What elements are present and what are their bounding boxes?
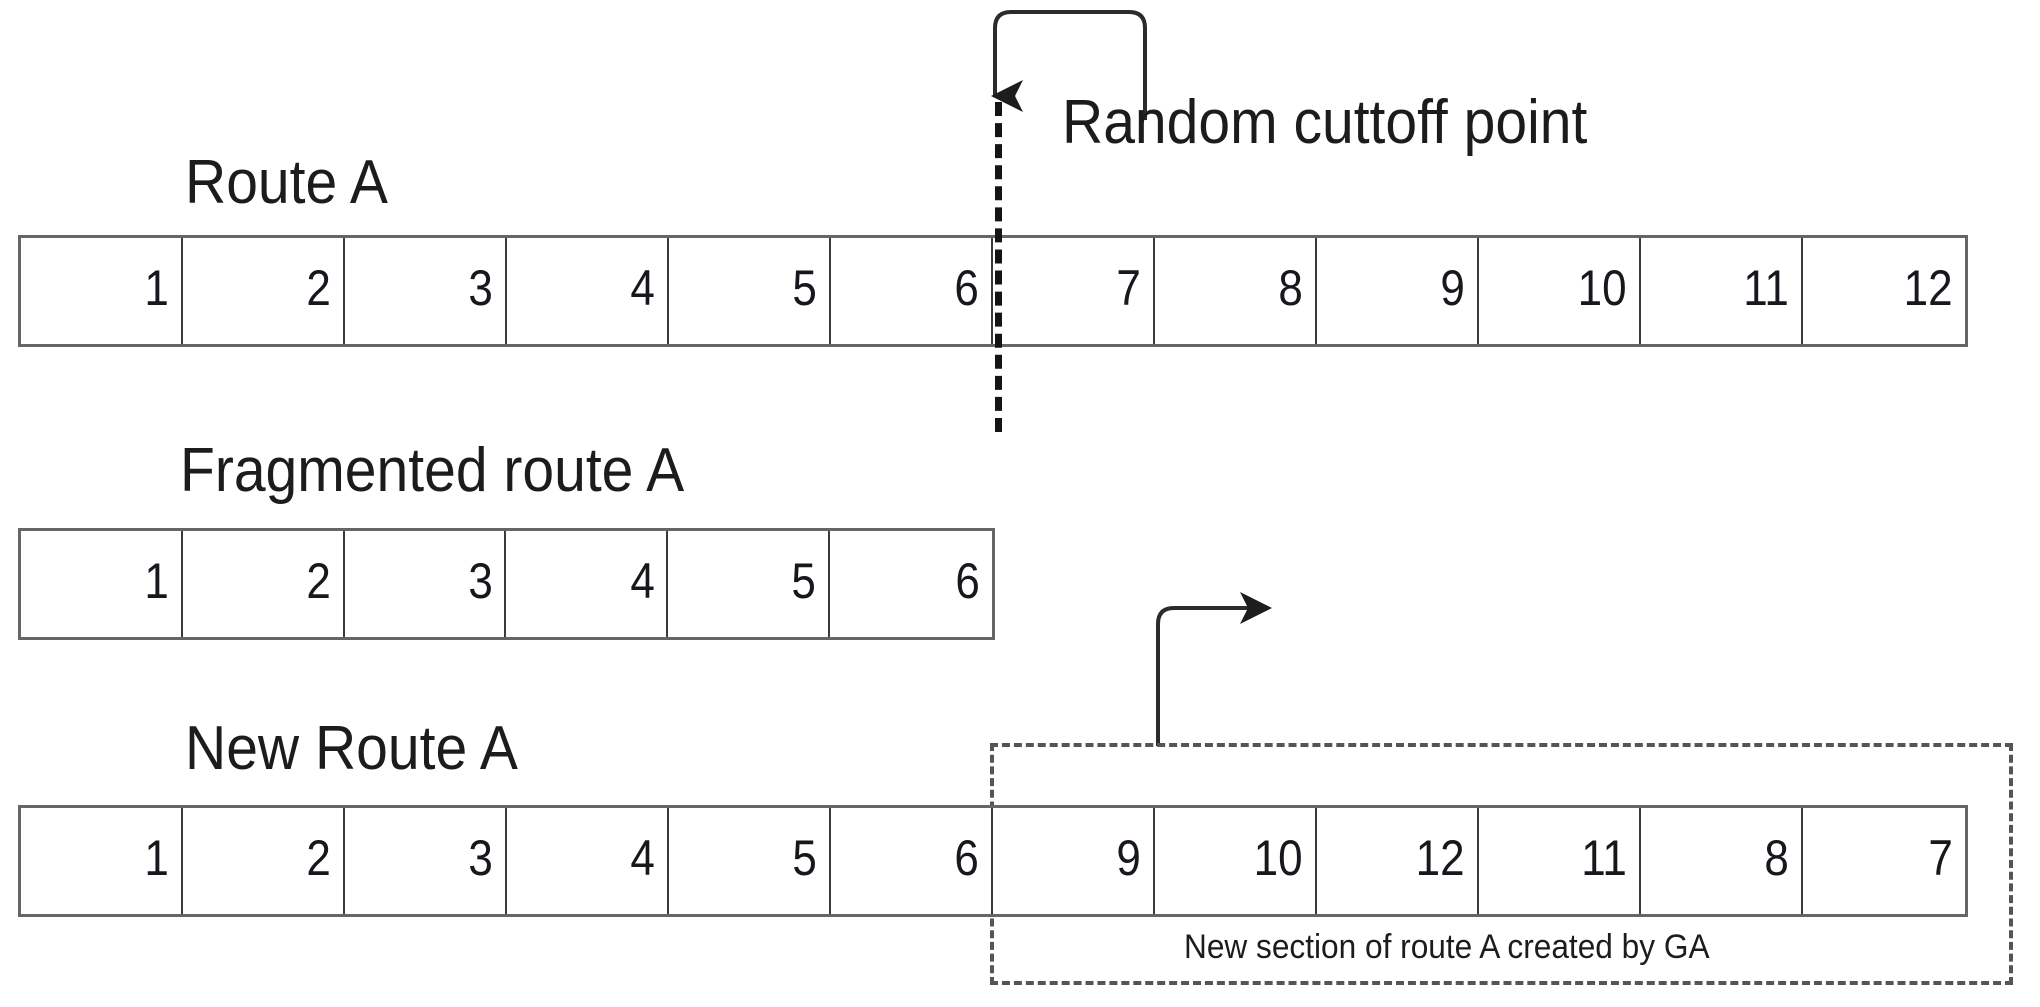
fragmented-route-a-cell-value: 6 [955,553,980,609]
fragmented-route-a-cell: 4 [506,531,669,637]
new-route-a-cell: 2 [183,808,345,914]
new-route-a-title: New Route A [185,714,518,783]
route-a-cell-value: 12 [1904,260,1953,316]
new-route-a-cell: 11 [1479,808,1641,914]
new-route-a-cell-value: 11 [1581,830,1627,886]
route-a-cell: 10 [1479,238,1641,344]
new-section-pointer-arrow [1156,592,1272,746]
new-route-a-cell: 9 [993,808,1155,914]
new-route-a-cell-value: 10 [1254,830,1303,886]
fragmented-route-a-cell-value: 3 [468,553,493,609]
random-cutoff-dashed-line [995,102,1002,432]
new-route-a-cell-value: 7 [1928,830,1953,886]
new-route-a-cell-value: 1 [144,830,169,886]
route-a-cell-value: 9 [1440,260,1465,316]
fragmented-route-a-cell: 6 [830,531,992,637]
new-route-a-cell-value: 4 [630,830,655,886]
new-route-a-cell: 4 [507,808,669,914]
route-a-cell: 1 [21,238,183,344]
route-a-cell-value: 11 [1743,260,1789,316]
new-route-a-cell-value: 12 [1416,830,1465,886]
route-a-cell: 8 [1155,238,1317,344]
new-route-a-cell-value: 5 [792,830,817,886]
route-a-cell-value: 8 [1278,260,1303,316]
route-a-cell-value: 1 [144,260,169,316]
route-a-cell: 9 [1317,238,1479,344]
new-route-a-cell-value: 6 [954,830,979,886]
new-route-a-cell: 1 [21,808,183,914]
route-a-cell: 5 [669,238,831,344]
fragmented-route-a-cell: 3 [344,531,507,637]
new-route-a-cell: 8 [1641,808,1803,914]
new-route-a-cell: 6 [831,808,993,914]
fragmented-route-a-title: Fragmented route A [180,436,685,505]
route-a-cell-value: 4 [630,260,655,316]
cutoff-callout-label: Random cuttoff point [1062,88,1588,157]
fragmented-route-a-strip: 1 2 3 4 5 6 [18,528,995,640]
fragmented-route-a-cell-value: 5 [791,553,817,609]
fragmented-route-a-cell-value: 2 [306,553,331,609]
fragmented-route-a-cell-value: 4 [629,553,655,609]
new-route-a-cell: 12 [1317,808,1479,914]
new-route-a-cell: 3 [345,808,507,914]
new-route-a-cell: 7 [1803,808,1965,914]
route-a-cell: 12 [1803,238,1965,344]
new-route-a-cell-value: 8 [1764,830,1789,886]
new-route-a-cell-value: 3 [468,830,493,886]
route-a-cell-value: 6 [954,260,979,316]
fragmented-route-a-cell-value: 1 [144,553,169,609]
route-a-cell: 6 [831,238,993,344]
route-a-cell: 7 [993,238,1155,344]
new-section-caption: New section of route A created by GA [1184,928,1710,966]
route-a-cell-value: 10 [1578,260,1627,316]
route-a-title: Route A [185,148,388,217]
fragmented-route-a-cell: 5 [668,531,831,637]
route-a-cell: 3 [345,238,507,344]
new-route-a-cell-value: 2 [306,830,331,886]
new-route-a-cell-value: 9 [1116,830,1141,886]
cutoff-pointer-arrow [991,10,1147,120]
fragmented-route-a-cell: 2 [182,531,345,637]
fragmented-route-a-cell: 1 [21,531,183,637]
new-route-a-cell: 10 [1155,808,1317,914]
route-a-cell-value: 3 [468,260,493,316]
route-a-cell: 2 [183,238,345,344]
route-a-cell: 11 [1641,238,1803,344]
route-a-cell-value: 7 [1116,260,1141,316]
new-route-a-cell: 5 [669,808,831,914]
route-a-cell-value: 2 [306,260,331,316]
route-a-cell-value: 5 [792,260,817,316]
route-a-cell: 4 [507,238,669,344]
